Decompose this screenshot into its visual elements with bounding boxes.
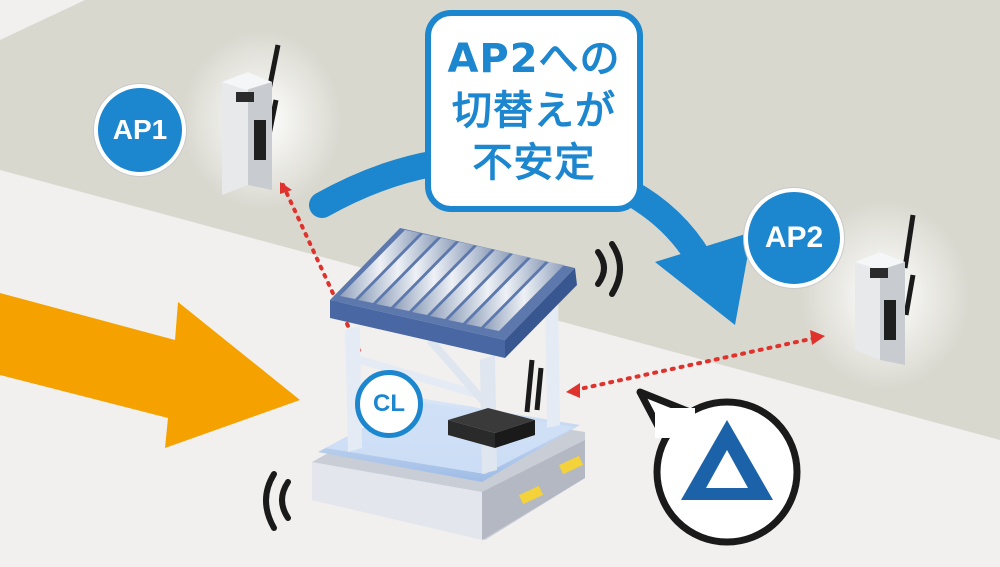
ap2-device [855,214,916,365]
link-ap1-arrowhead [280,182,292,194]
movement-arrow [0,293,300,448]
ap1-label: AP1 [94,84,186,176]
floor-corner [0,0,85,40]
callout-line-2: 切替えが [452,88,616,134]
callout-line-3: 不安定 [472,140,596,186]
handover-arrow-head [655,232,752,325]
ap1-device [222,44,281,195]
client-device [448,359,544,448]
client-label: CL [355,370,423,438]
ap2-label: AP2 [744,188,844,288]
conveyor-rollers [340,230,564,331]
callout-box: AP2への 切替えが 不安定 [425,10,643,212]
vibration-marks [263,241,623,531]
callout-line-1: AP2への [447,36,621,82]
link-cl-arrowhead [566,383,580,398]
status-bubble [636,388,801,546]
link-ap1-cl [281,183,362,354]
link-ap2-arrowhead [810,330,825,345]
